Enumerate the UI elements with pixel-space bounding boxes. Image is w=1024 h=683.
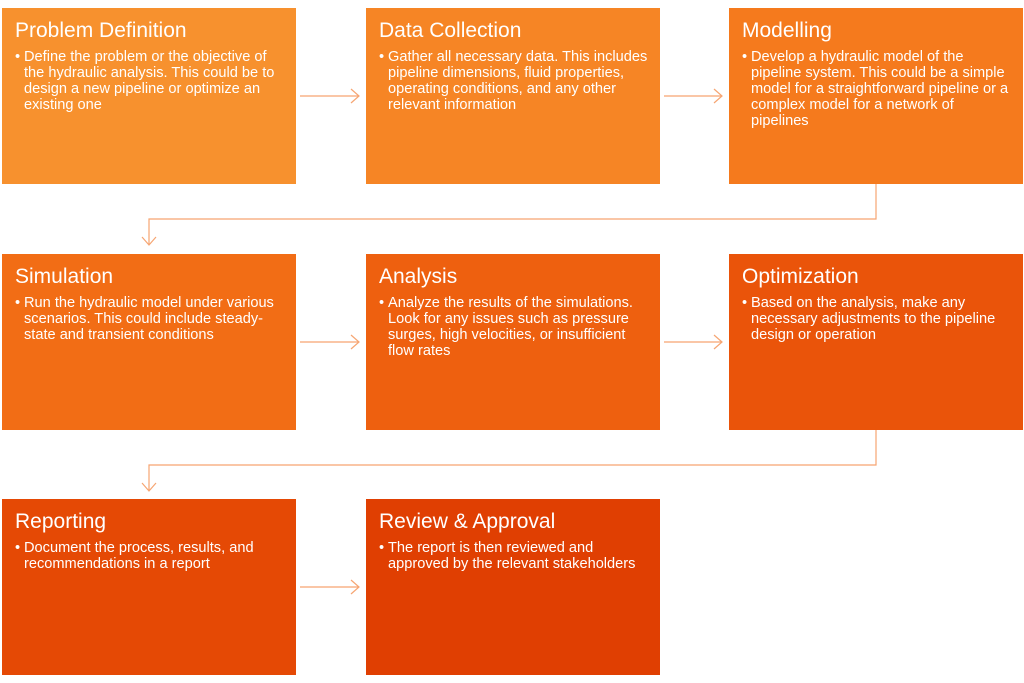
- arrow-modelling-to-simulation: [141, 184, 877, 246]
- step-description: • Document the process, results, and rec…: [15, 540, 284, 572]
- bullet-icon: •: [379, 49, 385, 65]
- arrow-analysis-to-optimization: [664, 334, 723, 350]
- step-description: • Analyze the results of the simulations…: [379, 295, 648, 359]
- arrow-problem-to-data: [300, 88, 360, 104]
- step-box-reporting: Reporting • Document the process, result…: [2, 499, 296, 675]
- step-title: Modelling: [742, 19, 832, 42]
- step-title: Data Collection: [379, 19, 522, 42]
- arrow-reporting-to-review: [300, 579, 360, 595]
- bullet-icon: •: [379, 295, 385, 311]
- step-box-problem-definition: Problem Definition • Define the problem …: [2, 8, 296, 184]
- arrow-data-to-modelling: [664, 88, 723, 104]
- bullet-icon: •: [15, 295, 21, 311]
- step-box-analysis: Analysis • Analyze the results of the si…: [366, 254, 660, 430]
- bullet-icon: •: [15, 49, 21, 65]
- arrow-simulation-to-analysis: [300, 334, 360, 350]
- step-title: Review & Approval: [379, 510, 556, 533]
- step-text: Run the hydraulic model under various sc…: [24, 295, 274, 343]
- step-box-simulation: Simulation • Run the hydraulic model und…: [2, 254, 296, 430]
- step-box-review-approval: Review & Approval • The report is then r…: [366, 499, 660, 675]
- step-title: Optimization: [742, 265, 859, 288]
- step-description: • Gather all necessary data. This includ…: [379, 49, 648, 113]
- step-title: Reporting: [15, 510, 107, 533]
- bullet-icon: •: [742, 49, 748, 65]
- step-title: Analysis: [379, 265, 458, 288]
- step-description: • Define the problem or the objective of…: [15, 49, 284, 113]
- bullet-icon: •: [15, 540, 21, 556]
- bullet-icon: •: [742, 295, 748, 311]
- step-box-optimization: Optimization • Based on the analysis, ma…: [729, 254, 1023, 430]
- step-box-modelling: Modelling • Develop a hydraulic model of…: [729, 8, 1023, 184]
- step-description: • Run the hydraulic model under various …: [15, 295, 284, 343]
- step-title: Simulation: [15, 265, 114, 288]
- step-text: Gather all necessary data. This includes…: [388, 49, 648, 113]
- step-text: Analyze the results of the simulations. …: [388, 295, 633, 359]
- step-text: Define the problem or the objective of t…: [24, 49, 275, 113]
- step-text: Document the process, results, and recom…: [24, 540, 254, 572]
- bullet-icon: •: [379, 540, 385, 556]
- step-box-data-collection: Data Collection • Gather all necessary d…: [366, 8, 660, 184]
- arrow-optimization-to-reporting: [141, 430, 877, 492]
- step-text: The report is then reviewed and approved…: [388, 540, 636, 572]
- step-description: • Develop a hydraulic model of the pipel…: [742, 49, 1011, 129]
- step-description: • Based on the analysis, make any necess…: [742, 295, 1011, 343]
- step-title: Problem Definition: [15, 19, 187, 42]
- step-text: Based on the analysis, make any necessar…: [751, 295, 996, 343]
- step-text: Develop a hydraulic model of the pipelin…: [751, 49, 1009, 129]
- step-description: • The report is then reviewed and approv…: [379, 540, 648, 572]
